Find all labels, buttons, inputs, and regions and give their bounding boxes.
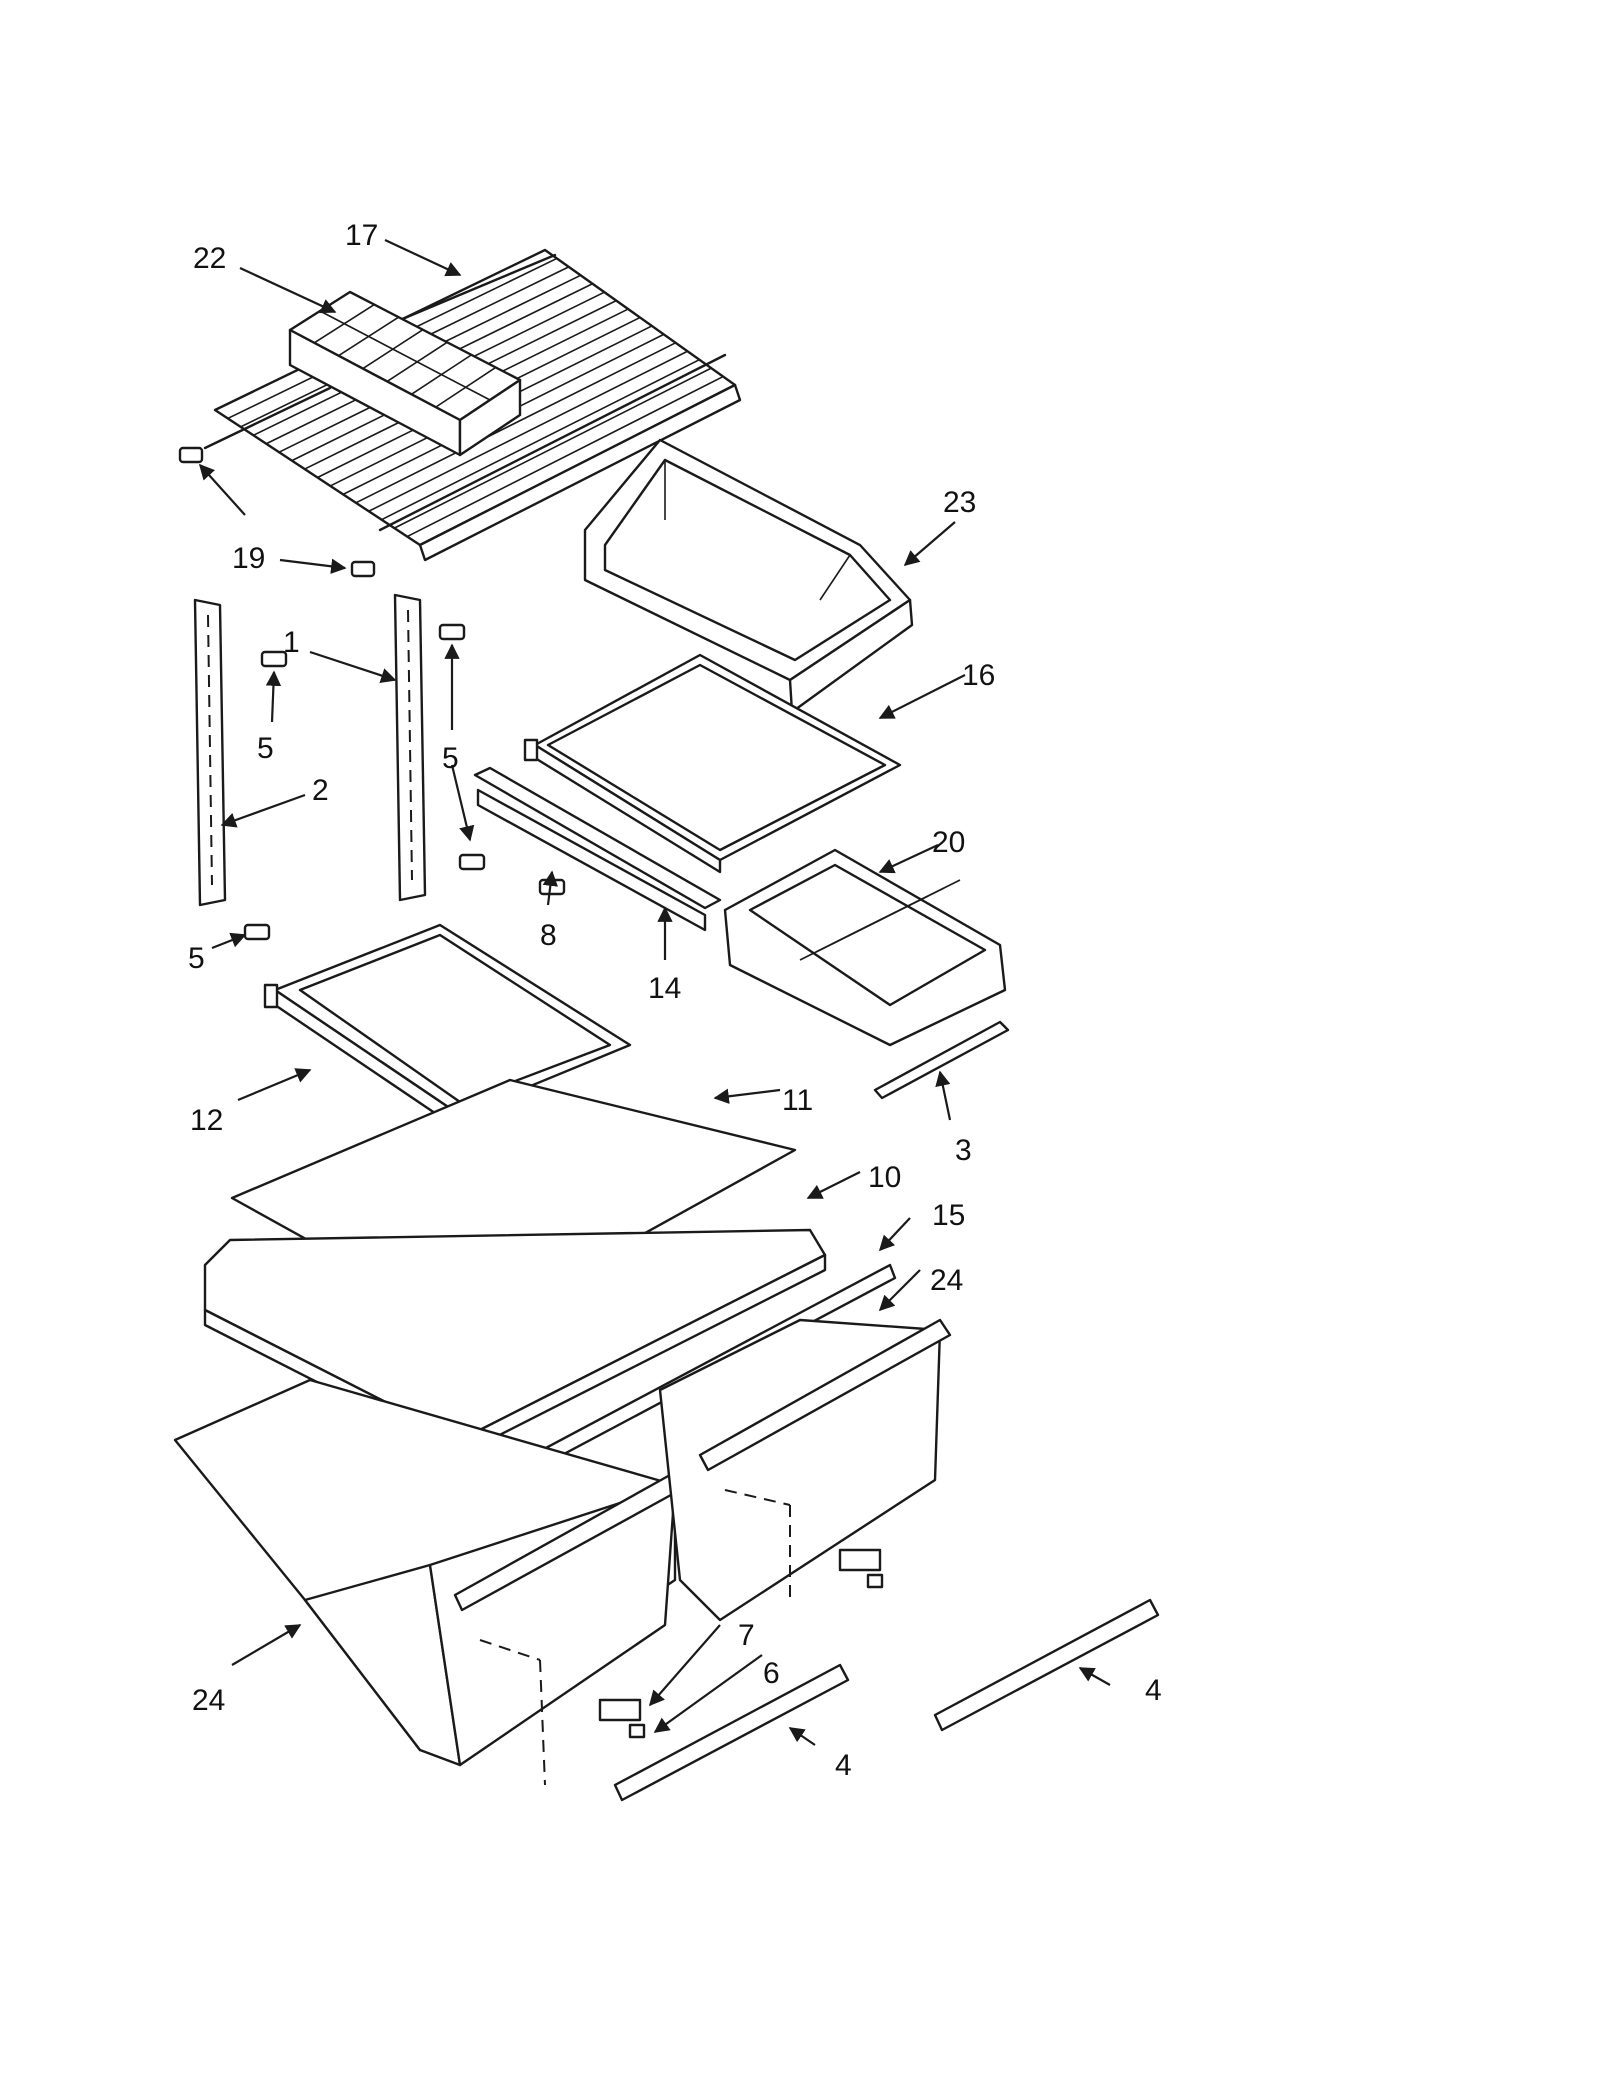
callout-22: 22: [193, 242, 226, 275]
glass-shelf-small: [523, 653, 902, 874]
crisper-drawer-left: [173, 1378, 682, 1767]
shelf-rail: [473, 766, 722, 932]
callout-24-a: 24: [930, 1264, 963, 1297]
callout-10: 10: [868, 1161, 901, 1194]
shelf-ladder: [193, 593, 427, 907]
callout-5-a: 5: [257, 732, 274, 765]
callout-2: 2: [312, 774, 329, 807]
callout-24-b: 24: [192, 1684, 225, 1717]
callout-4-a: 4: [1145, 1674, 1162, 1707]
callout-11: 11: [782, 1084, 813, 1117]
callout-8: 8: [540, 919, 557, 952]
callout-20: 20: [932, 826, 965, 859]
callout-12: 12: [190, 1104, 223, 1137]
callout-3: 3: [955, 1134, 972, 1167]
shelf-peg: [178, 446, 376, 578]
callout-17: 17: [345, 219, 378, 252]
callout-1: 1: [283, 626, 300, 659]
freezer-bin: [583, 438, 914, 714]
callout-4-b: 4: [835, 1749, 852, 1782]
callout-23: 23: [943, 486, 976, 519]
ice-cube-tray: [288, 290, 522, 457]
callout-5-c: 5: [188, 942, 205, 975]
callout-16: 16: [962, 659, 995, 692]
alignment-lines: [479, 1489, 791, 1786]
callout-5-b: 5: [442, 742, 459, 775]
meat-pan: [723, 848, 1007, 1047]
glass-shelf-12: [263, 923, 632, 1132]
callout-19: 19: [232, 542, 265, 575]
callout-6: 6: [763, 1657, 780, 1690]
leader-lines: [198, 239, 1111, 1746]
callout-15: 15: [932, 1199, 965, 1232]
crisper-drawer-right: [658, 1318, 952, 1622]
callout-14: 14: [648, 972, 681, 1005]
callouts: 17 22 19 23 1 5 5 5 2 16 20 8 14 3 12 11…: [188, 219, 1162, 1782]
drawer-clip: [598, 1548, 884, 1739]
drawer-trim: [873, 1020, 1010, 1100]
drawer-handle: [613, 1598, 1160, 1802]
callout-7: 7: [738, 1619, 755, 1652]
